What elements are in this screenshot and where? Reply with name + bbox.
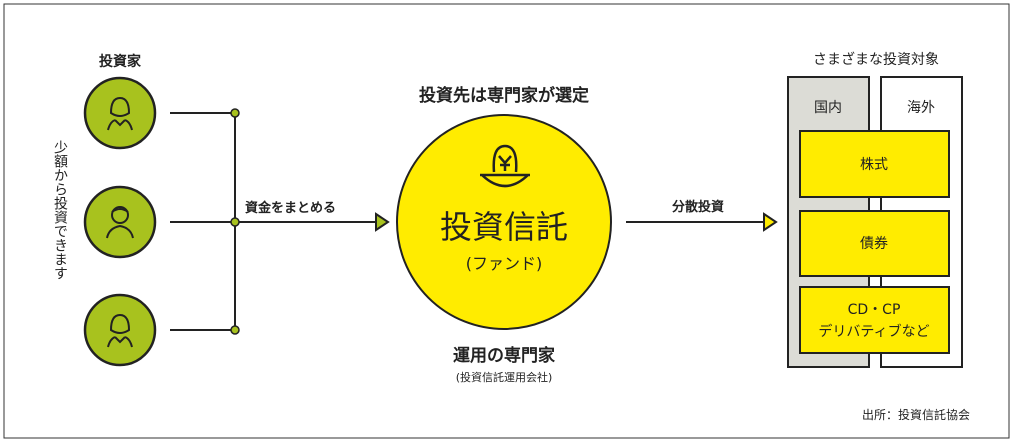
fund-title: 投資信託 (440, 208, 568, 246)
overseas-label: 海外 (907, 100, 935, 116)
man-icon (106, 206, 134, 239)
investor-2 (83, 185, 157, 259)
investor-circle (83, 76, 157, 150)
investor-circle (83, 293, 157, 367)
fund-top-caption: 投資先は専門家が選定 (419, 85, 589, 106)
target-stocks (799, 130, 950, 198)
investors-title: 投資家 (99, 53, 142, 70)
target-others (799, 286, 950, 354)
investor-1 (83, 76, 157, 150)
yen-coin-icon (480, 144, 530, 188)
woman-icon (107, 96, 133, 131)
woman-icon (107, 313, 133, 348)
source-note: 出所：投資信託協会 (862, 407, 970, 422)
target-derivatives-label: デリバティブなど (818, 323, 929, 340)
arrow-head-icon (375, 212, 390, 232)
arrow-head-icon (763, 212, 778, 232)
domestic-label: 国内 (814, 100, 842, 116)
targets-title: さまざまな投資対象 (813, 51, 939, 68)
target-cdcp-label: CD・CP (848, 302, 901, 318)
pool-label: 資金をまとめる (245, 200, 336, 216)
side-note: 少額から投資できます (52, 140, 68, 280)
fund-circle (396, 114, 612, 330)
connector (170, 112, 378, 331)
fund-subtitle: (ファンド) (466, 254, 543, 273)
target-stocks-label: 株式 (860, 157, 888, 173)
diversify-label: 分散投資 (672, 199, 724, 215)
target-bonds (799, 210, 950, 277)
manager-title: 運用の専門家 (453, 345, 555, 366)
investor-3 (83, 293, 157, 367)
manager-sub: (投資信託運用会社) (456, 370, 553, 384)
target-bonds-label: 債券 (860, 236, 888, 252)
connector-dots (230, 108, 240, 335)
